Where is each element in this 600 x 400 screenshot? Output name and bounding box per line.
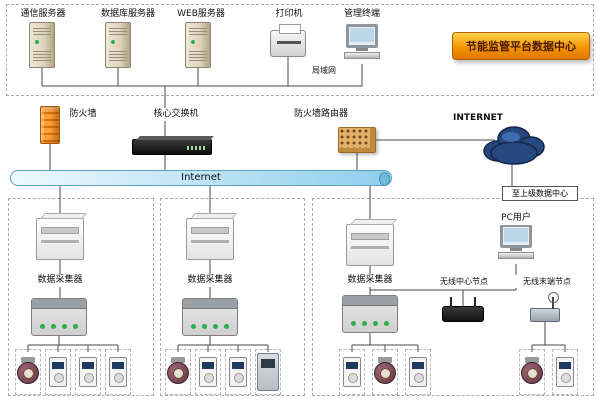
electric-meter-icon <box>556 357 574 387</box>
computer-top-face <box>190 213 238 219</box>
branch-computer-icon <box>36 213 88 260</box>
electric-meter-icon <box>409 357 427 387</box>
monitor-icon <box>500 224 532 248</box>
water-meter-icon <box>166 357 190 387</box>
meter-cell <box>105 349 131 395</box>
meter-cell <box>372 349 398 395</box>
wireless-end-node-icon <box>530 292 560 322</box>
web-server-label: WEB服务器 <box>172 8 230 21</box>
datacenter-banner: 节能监管平台数据中心 <box>452 32 590 60</box>
firewall-label: 防火墙 <box>63 108 103 121</box>
firewall-router-icon <box>338 127 376 153</box>
data-collector-label: 数据采集器 <box>344 274 396 287</box>
water-meter-icon <box>373 357 397 387</box>
meter-cell <box>339 349 365 395</box>
monitor-stand <box>510 248 522 251</box>
meter-cell <box>405 349 431 395</box>
lan-label: 局域网 <box>306 64 342 77</box>
pc-user-icon <box>494 224 538 259</box>
meter-cell <box>519 349 545 395</box>
water-meter-icon <box>520 357 544 387</box>
electric-meter-icon <box>343 357 361 387</box>
data-collector-icon <box>182 298 238 336</box>
internet-cloud-icon <box>483 126 545 165</box>
branch-computer-icon <box>346 219 398 266</box>
backbone-label: Internet <box>181 172 221 183</box>
db-server-icon <box>105 22 131 68</box>
water-meter-icon <box>16 357 40 387</box>
meter-cell <box>195 349 221 395</box>
server-led <box>111 40 115 44</box>
electric-meter-icon <box>109 357 127 387</box>
mgmt-terminal-icon <box>342 24 382 59</box>
collector-leds <box>351 321 356 326</box>
core-switch-label: 核心交换机 <box>146 108 206 121</box>
internet-backbone-bar: Internet <box>10 170 392 186</box>
electric-meter-icon <box>229 357 247 387</box>
data-collector-label: 数据采集器 <box>184 274 236 287</box>
comm-server-label: 通信服务器 <box>12 8 74 21</box>
branch-box-2 <box>160 198 305 396</box>
meter-cell <box>15 349 41 395</box>
monitor-stand <box>356 48 368 51</box>
internet-label: INTERNET <box>448 112 508 125</box>
to-upper-datacenter-label: 至上级数据中心 <box>502 186 578 201</box>
collector-leds <box>40 324 45 329</box>
data-collector-icon <box>31 298 87 336</box>
firewall-router-label: 防火墙路由器 <box>288 108 354 121</box>
branch-computer-icon <box>186 213 238 260</box>
pc-user-label: PC用户 <box>494 212 538 225</box>
server-led <box>35 40 39 44</box>
datacenter-boundary <box>6 4 594 96</box>
meter-cell <box>165 349 191 395</box>
meter-cell <box>225 349 251 395</box>
data-collector-icon <box>342 295 398 333</box>
data-collector-label: 数据采集器 <box>34 274 86 287</box>
server-led <box>191 40 195 44</box>
wireless-center-node-icon <box>442 297 484 322</box>
core-switch-icon <box>132 139 212 155</box>
branch-box-3 <box>312 198 594 396</box>
db-server-label: 数据库服务器 <box>94 8 162 21</box>
keyboard-icon <box>498 252 534 259</box>
mgmt-terminal-label: 管理终端 <box>338 8 386 21</box>
collector-leds <box>191 324 196 329</box>
electric-meter-icon <box>199 357 217 387</box>
computer-top-face <box>350 219 398 225</box>
printer-label: 打印机 <box>268 8 310 21</box>
meter-cell <box>552 349 578 395</box>
electric-meter-icon <box>79 357 97 387</box>
comm-server-icon <box>29 22 55 68</box>
meter-cell <box>45 349 71 395</box>
electric-meter-icon <box>49 357 67 387</box>
wireless-center-label: 无线中心节点 <box>426 275 502 288</box>
web-server-icon <box>185 22 211 68</box>
wireless-end-label: 无线末端节点 <box>514 275 580 288</box>
computer-top-face <box>40 213 88 219</box>
meter-cell <box>75 349 101 395</box>
monitor-icon <box>346 24 378 48</box>
firewall-icon <box>40 106 60 144</box>
printer-icon <box>270 24 306 57</box>
keyboard-icon <box>344 52 380 59</box>
meter-cell <box>255 349 281 395</box>
branch-box-1 <box>8 198 154 396</box>
three-phase-meter-icon <box>257 353 279 391</box>
